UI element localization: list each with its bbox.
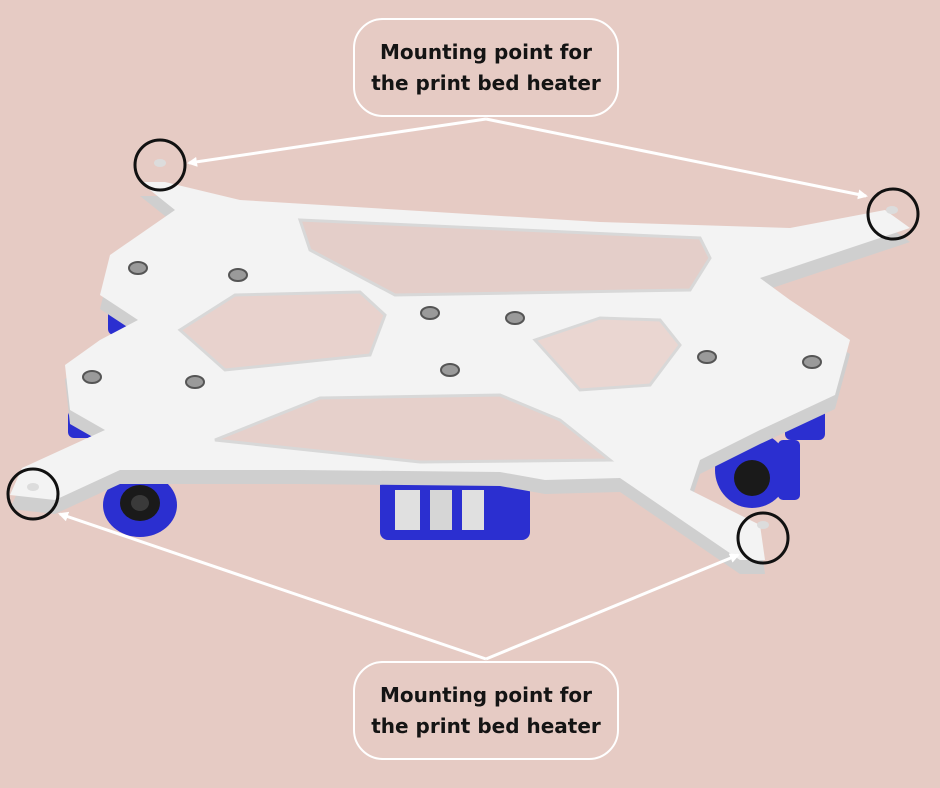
screw-heads <box>82 261 822 389</box>
mounting-holes <box>27 159 898 529</box>
circle-marker-icon <box>736 511 790 565</box>
arrow-icon <box>485 117 868 200</box>
arrow-icon <box>485 553 740 661</box>
callout-label-bottom-text: Mounting point for the print bed heater <box>371 682 601 738</box>
callout-label-bottom: Mounting point for the print bed heater <box>353 661 619 760</box>
arrow-icon <box>58 511 487 661</box>
callout-label-top: Mounting point for the print bed heater <box>353 18 619 117</box>
circle-marker-icon <box>6 467 60 521</box>
circle-marker-icon <box>866 187 920 241</box>
callout-label-top-text: Mounting point for the print bed heater <box>371 39 601 95</box>
arrow-icon <box>187 117 487 167</box>
circle-marker-icon <box>133 138 187 192</box>
